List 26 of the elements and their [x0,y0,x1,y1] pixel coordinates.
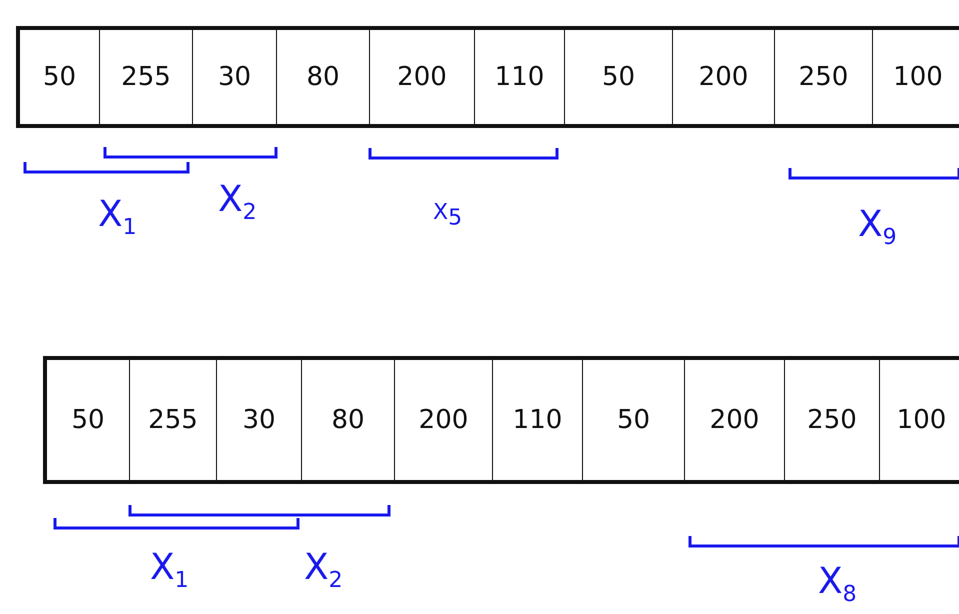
array-cell: 50 [564,30,672,124]
array-cell: 30 [216,360,301,480]
array-cell: 200 [394,360,492,480]
bracket-label: X$_{8}$ [818,562,857,610]
array-cell: 255 [99,30,192,124]
array-cell-text: 50 [70,404,106,437]
array-cell: 255 [129,360,216,480]
bracket-label: X$_{1}$ [150,548,189,596]
array-cell: 200 [684,360,784,480]
array-cell: 50 [582,360,684,480]
array-cell: 250 [784,360,879,480]
bracket-label: X$_{9}$ [858,205,897,252]
array-cell: 100 [872,30,959,124]
array-cell: 80 [276,30,369,124]
array-cell-text: 50 [42,61,78,94]
bracket-label: X$_{2}$ [218,180,257,228]
array-cell: 30 [192,30,276,124]
array-cell: 110 [492,360,582,480]
array-cell: 200 [672,30,774,124]
bracket-label: X$_{2}$ [304,548,343,596]
array-cell: 250 [774,30,872,124]
bracket-label: X$_{1}$ [98,195,137,242]
array-cell: 100 [879,360,959,480]
array-cell: 80 [301,360,394,480]
array-cell: 200 [369,30,474,124]
array-cell: 110 [474,30,564,124]
